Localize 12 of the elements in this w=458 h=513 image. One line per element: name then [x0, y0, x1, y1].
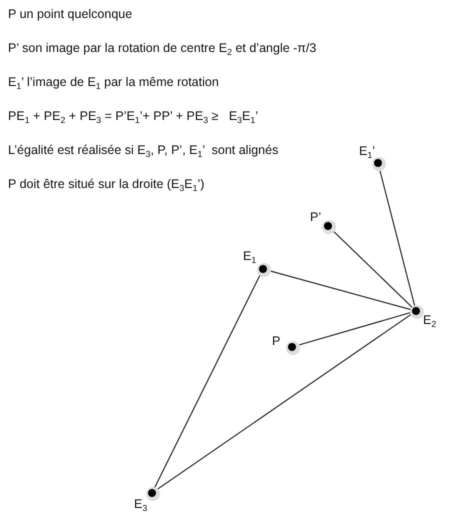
point-label: E$_{1}$ — [243, 249, 256, 263]
text-line: P doit être situé sur la droite (E$_{3}$E$_{1}$’) — [8, 176, 204, 192]
point-label: P’ — [310, 210, 322, 224]
point-label: E$_{3}$ — [134, 497, 148, 511]
text-line: P un point quelconque — [8, 6, 132, 22]
point-label: E$_{2}$ — [423, 313, 436, 327]
text-line: L’égalité est réalisée si E$_{3}$, P, P’, E$_{1}$’ sont alignés — [8, 142, 278, 158]
point-label: P — [272, 334, 280, 348]
text-line: PE$_{1}$ + PE$_{2}$ + PE$_{3}$ = P’E$_{1}$’+ PP’ + PE$_{3}$ ≥ E$_{3}$E$_{1}$’ — [8, 108, 258, 124]
text-line: E$_{1}$’ l’image de E$_{1}$ par la même rotation — [8, 74, 219, 90]
point-label: E$_{1}$’ — [359, 144, 375, 158]
text-line: P’ son image par la rotation de centre E$_{2}$ et d’angle -π/3 — [8, 40, 316, 56]
